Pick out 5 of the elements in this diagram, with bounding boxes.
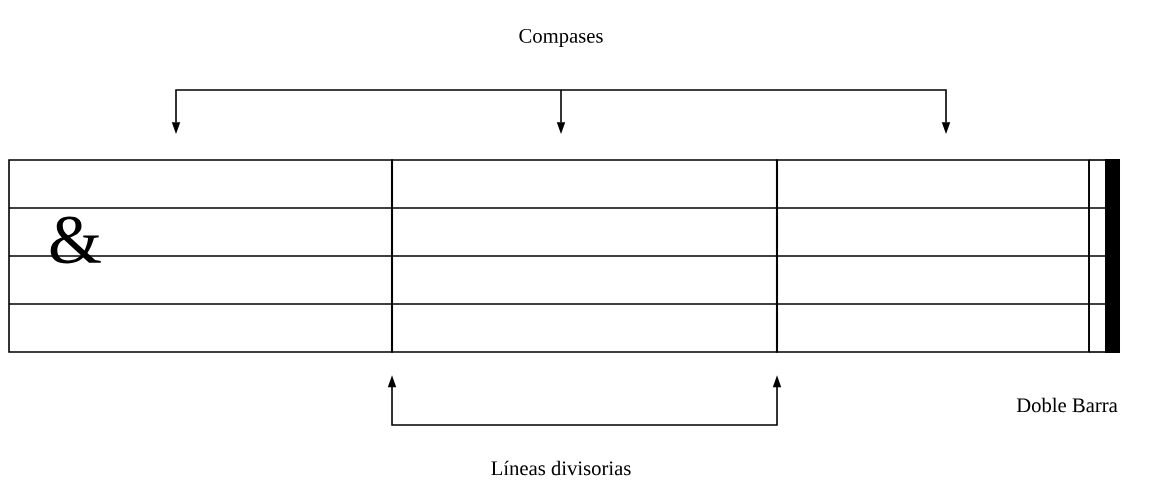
annotation-text: Doble Barra <box>1016 397 1118 413</box>
barline <box>391 159 393 353</box>
clef-symbol: & <box>50 216 101 264</box>
caption-text: Líneas divisorias <box>491 460 631 476</box>
caption-text: Compases <box>519 28 603 48</box>
